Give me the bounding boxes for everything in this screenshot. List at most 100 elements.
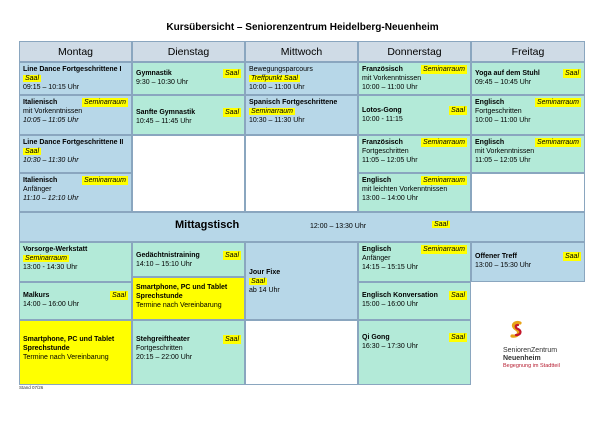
course-mi2: Spanisch Fortgeschrittene Seminarraum 10…: [245, 95, 358, 135]
empty-cell: [132, 135, 245, 212]
room-badge: Treffpunkt Saal: [249, 75, 300, 82]
course-time: 9:30 – 10:30 Uhr: [136, 79, 189, 86]
room-badge: Saal: [562, 69, 581, 78]
course-sub: mit Vorkenntnissen: [475, 148, 535, 155]
course-name: Jour Fixe: [249, 269, 281, 276]
course-time: 10:30 – 11:30 Uhr: [23, 157, 79, 164]
course-sub: Anfänger: [362, 255, 391, 262]
course-time: 20:15 – 22:00 Uhr: [136, 354, 193, 361]
room-badge: Saal: [562, 252, 581, 261]
course-time: 16:30 – 17:30 Uhr: [362, 343, 419, 350]
course-name: Englisch: [362, 246, 392, 253]
course-name: Yoga auf dem Stuhl: [475, 70, 540, 77]
course-time: 09:15 – 10:15 Uhr: [23, 84, 80, 91]
course-di5: Stehgreiftheater Saal Fortgeschritten 20:…: [132, 320, 245, 385]
course-mo1: Line Dance Fortgeschrittene I Saal 09:15…: [19, 62, 132, 95]
course-time: 10:00 - 11:15: [362, 116, 403, 123]
room-badge: Seminarraum: [420, 65, 467, 74]
mittagstisch-bar: Mittagstisch 12:00 – 13:30 Uhr Saal: [19, 212, 585, 242]
course-di4: Smartphone, PC und Tablet Sprechstunde T…: [132, 277, 245, 320]
course-mo3: Line Dance Fortgeschrittene II Saal 10:3…: [19, 135, 132, 173]
room-badge: Saal: [222, 335, 241, 344]
course-sub: Fortgeschritten: [475, 108, 522, 115]
room-badge: Seminarraum: [249, 108, 296, 115]
room-badge: Saal: [249, 278, 268, 285]
course-time: 11:05 – 12:05 Uhr: [362, 157, 418, 164]
course-sub: Anfänger: [23, 186, 52, 193]
course-time: 13:00 – 14:00 Uhr: [362, 195, 419, 202]
course-mi3: Jour Fixe Saal ab 14 Uhr: [245, 242, 358, 320]
course-do2: Lotos-Gong Saal 10:00 - 11:15: [358, 95, 471, 135]
logo-tagline: Begegnung im Stadtteil: [503, 363, 560, 369]
empty-cell: [245, 320, 358, 385]
course-time: 14:15 – 15:15 Uhr: [362, 264, 419, 271]
course-name: Smartphone, PC und Tablet Sprechstunde: [136, 284, 228, 300]
course-sub: Termine nach Vereinbarung: [23, 354, 109, 361]
header-donnerstag: Donnerstag: [358, 41, 471, 62]
course-name: Malkurs: [23, 292, 50, 299]
mittagstisch-time: 12:00 – 13:30 Uhr: [310, 223, 367, 230]
course-name: Englisch Konversation: [362, 292, 438, 299]
room-badge: Saal: [432, 221, 451, 228]
room-badge: Saal: [222, 251, 241, 260]
course-time: 13:00 - 14:30 Uhr: [23, 264, 78, 271]
course-name: Englisch: [362, 177, 392, 184]
room-badge: Saal: [23, 75, 42, 82]
course-name: Stehgreiftheater: [136, 336, 190, 343]
course-time: 13:00 – 15:30 Uhr: [475, 262, 532, 269]
room-badge: Seminarraum: [534, 98, 581, 107]
room-badge: Saal: [23, 148, 42, 155]
course-time: ab 14 Uhr: [249, 287, 280, 294]
course-sub: Fortgeschritten: [136, 345, 183, 352]
course-sub: mit Vorkenntnissen: [362, 75, 422, 82]
course-name: Smartphone, PC und Tablet Sprechstunde: [23, 336, 115, 352]
course-name: Line Dance Fortgeschrittene I: [23, 66, 122, 73]
course-name: Bewegungsparcours: [249, 66, 313, 73]
course-name: Vorsorge-Werkstatt: [23, 246, 88, 253]
room-badge: Saal: [448, 291, 467, 300]
room-badge: Saal: [448, 106, 467, 115]
room-badge: Saal: [448, 333, 467, 342]
course-time: 10:00 – 11:00 Uhr: [475, 117, 531, 124]
course-time: 10:05 – 11:05 Uhr: [23, 117, 79, 124]
course-name: Englisch: [475, 99, 505, 106]
logo-line1: SeniorenZentrum: [503, 347, 558, 354]
course-time: 10:00 – 11:00 Uhr: [362, 84, 418, 91]
course-time: 11:05 – 12:05 Uhr: [475, 157, 531, 164]
room-badge: Seminarraum: [534, 138, 581, 147]
course-name: Lotos-Gong: [362, 107, 402, 114]
course-name: Offener Treff: [475, 253, 518, 260]
stand-date: Stand 07/26: [19, 385, 44, 390]
course-time: 14:10 – 15:10 Uhr: [136, 261, 193, 268]
header-dienstag: Dienstag: [132, 41, 245, 62]
course-mi1: Bewegungsparcours Treffpunkt Saal 10:00 …: [245, 62, 358, 95]
course-di3: Gedächtnistraining Saal 14:10 – 15:10 Uhr: [132, 242, 245, 277]
room-badge: Seminarraum: [420, 176, 467, 185]
course-name: Englisch: [475, 139, 505, 146]
course-time: 10:00 – 11:00 Uhr: [249, 84, 305, 91]
course-fr4: Offener Treff Saal 13:00 – 15:30 Uhr: [471, 242, 585, 282]
course-name: Gedächtnistraining: [136, 252, 200, 259]
room-badge: Saal: [222, 69, 241, 78]
course-mo5: Vorsorge-Werkstatt Seminarraum 13:00 - 1…: [19, 242, 132, 282]
logo: SeniorenZentrum Neuenheim Begegnung im S…: [503, 320, 583, 370]
course-time: 10:30 – 11:30 Uhr: [249, 117, 305, 124]
room-badge: Saal: [222, 108, 241, 117]
course-name: Italienisch: [23, 99, 58, 106]
course-name: Line Dance Fortgeschrittene II: [23, 139, 124, 146]
logo-icon: [510, 320, 522, 338]
room-badge: Seminarraum: [420, 138, 467, 147]
course-name: Französisch: [362, 66, 403, 73]
course-mo7: Smartphone, PC und Tablet Sprechstunde T…: [19, 320, 132, 385]
course-time: 09:45 – 10:45 Uhr: [475, 79, 532, 86]
course-name: Italienisch: [23, 177, 58, 184]
course-do1: Französisch Seminarraum mit Vorkenntnisse…: [358, 62, 471, 95]
course-name: Sanfte Gymnastik: [136, 109, 196, 116]
